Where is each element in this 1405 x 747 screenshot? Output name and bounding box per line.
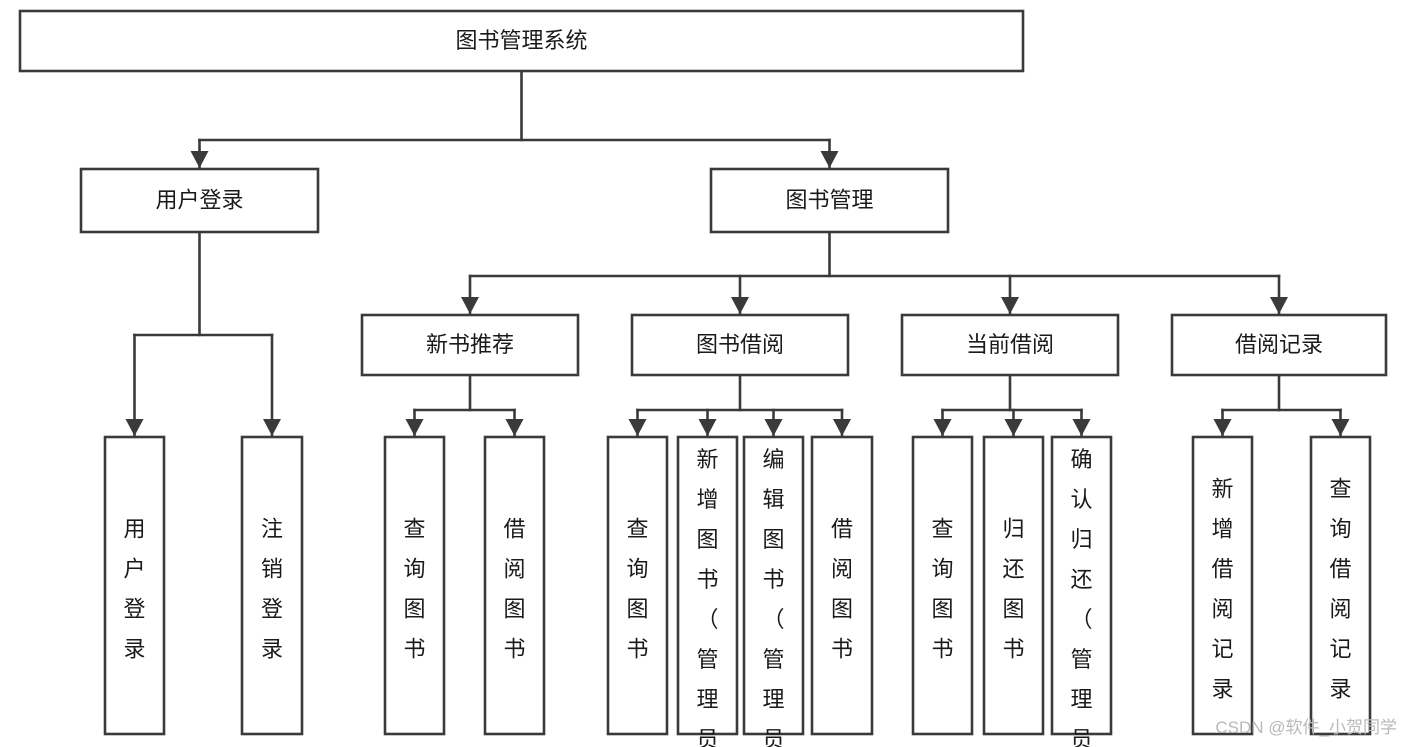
connector-layer: [125, 69, 1350, 438]
node-label-leaf-return-book: 归还图书: [1002, 517, 1024, 662]
arrow-head-icon: [628, 419, 647, 436]
node-box-leaf-query-book-rec[interactable]: [383, 435, 446, 736]
node-new-book-recommend[interactable]: 新书推荐: [360, 313, 580, 377]
node-leaf-add-book-admin[interactable]: 新增图书（管理员）: [676, 435, 739, 747]
node-label-leaf-borrow-book-bb: 借阅图书: [831, 517, 853, 662]
node-leaf-query-borrow-record[interactable]: 查询借阅记录: [1309, 435, 1372, 736]
arrow-head-icon: [1001, 297, 1019, 314]
node-label-leaf-query-book-rec: 查询图书: [403, 517, 425, 662]
arrow-head-icon: [190, 151, 209, 168]
node-book-borrow[interactable]: 图书借阅: [630, 313, 850, 377]
node-label-book-manage: 图书管理: [785, 187, 873, 212]
arrow-head-icon: [933, 419, 952, 436]
node-leaf-query-book-rec[interactable]: 查询图书: [383, 435, 446, 736]
node-label-new-book-recommend: 新书推荐: [426, 332, 514, 357]
node-box-current-borrow[interactable]: [900, 313, 1120, 377]
node-box-root[interactable]: [18, 9, 1025, 73]
node-leaf-borrow-book-bb[interactable]: 借阅图书: [810, 435, 874, 736]
node-current-borrow[interactable]: 当前借阅: [900, 313, 1120, 377]
arrow-head-icon: [505, 419, 524, 436]
arrow-head-icon: [125, 419, 144, 436]
arrow-head-icon: [1072, 419, 1091, 436]
node-leaf-add-borrow-record[interactable]: 新增借阅记录: [1191, 435, 1254, 736]
node-box-book-manage[interactable]: [709, 167, 950, 234]
node-leaf-return-book[interactable]: 归还图书: [982, 435, 1045, 736]
node-label-leaf-borrow-book-rec: 借阅图书: [503, 517, 525, 662]
node-box-leaf-user-login[interactable]: [103, 435, 166, 736]
node-user-login[interactable]: 用户登录: [79, 167, 320, 234]
arrow-head-icon: [461, 297, 479, 314]
node-box-leaf-borrow-book-rec[interactable]: [483, 435, 546, 736]
node-leaf-user-logout[interactable]: 注销登录: [240, 435, 304, 736]
node-borrow-record[interactable]: 借阅记录: [1170, 313, 1388, 377]
arrow-head-icon: [1331, 419, 1350, 436]
node-label-leaf-query-borrow-record: 查询借阅记录: [1329, 477, 1351, 702]
node-box-leaf-query-book-cb[interactable]: [911, 435, 974, 736]
node-label-borrow-record: 借阅记录: [1235, 332, 1323, 357]
node-leaf-borrow-book-rec[interactable]: 借阅图书: [483, 435, 546, 736]
node-book-manage[interactable]: 图书管理: [709, 167, 950, 234]
node-label-leaf-add-borrow-record: 新增借阅记录: [1211, 477, 1233, 702]
node-label-leaf-add-book-admin: 新增图书（管理员）: [696, 447, 718, 747]
node-leaf-confirm-return-admin[interactable]: 确认归还（管理员）: [1050, 435, 1113, 747]
arrow-head-icon: [820, 151, 839, 168]
arrow-head-icon: [405, 419, 424, 436]
arrow-head-icon: [698, 419, 717, 436]
node-label-leaf-query-book-bb: 查询图书: [626, 517, 648, 662]
node-label-leaf-edit-book-admin: 编辑图书（管理员）: [762, 447, 784, 747]
node-root[interactable]: 图书管理系统: [18, 9, 1025, 73]
node-label-leaf-user-logout: 注销登录: [261, 517, 283, 662]
node-label-leaf-user-login: 用户登录: [123, 517, 145, 662]
node-box-leaf-borrow-book-bb[interactable]: [810, 435, 874, 736]
node-box-leaf-confirm-return-admin[interactable]: [1050, 435, 1113, 736]
arrow-head-icon: [1270, 297, 1288, 314]
node-box-leaf-return-book[interactable]: [982, 435, 1045, 736]
arrow-head-icon: [1004, 419, 1023, 436]
node-label-user-login: 用户登录: [155, 187, 243, 212]
node-box-leaf-add-borrow-record[interactable]: [1191, 435, 1254, 736]
arrow-head-icon: [1213, 419, 1232, 436]
node-label-leaf-query-book-cb: 查询图书: [931, 517, 953, 662]
node-leaf-query-book-cb[interactable]: 查询图书: [911, 435, 974, 736]
node-label-leaf-confirm-return-admin: 确认归还（管理员）: [1070, 447, 1092, 747]
node-box-leaf-user-logout[interactable]: [240, 435, 304, 736]
node-leaf-user-login[interactable]: 用户登录: [103, 435, 166, 736]
arrow-head-icon: [263, 419, 281, 436]
node-box-leaf-add-book-admin[interactable]: [676, 435, 739, 736]
node-box-leaf-edit-book-admin[interactable]: [742, 435, 805, 736]
arrow-head-icon: [833, 419, 851, 436]
node-box-new-book-recommend[interactable]: [360, 313, 580, 377]
node-box-leaf-query-book-bb[interactable]: [606, 435, 669, 736]
node-box-borrow-record[interactable]: [1170, 313, 1388, 377]
node-box-user-login[interactable]: [79, 167, 320, 234]
arrow-head-icon: [731, 297, 749, 314]
node-leaf-query-book-bb[interactable]: 查询图书: [606, 435, 669, 736]
node-label-book-borrow: 图书借阅: [696, 332, 784, 357]
arrow-head-icon: [764, 419, 783, 436]
node-box-leaf-query-borrow-record[interactable]: [1309, 435, 1372, 736]
node-box-book-borrow[interactable]: [630, 313, 850, 377]
node-leaf-edit-book-admin[interactable]: 编辑图书（管理员）: [742, 435, 805, 747]
node-label-current-borrow: 当前借阅: [966, 332, 1054, 357]
csdn-watermark: CSDN @软件_小贺同学: [1215, 718, 1397, 737]
node-label-root: 图书管理系统: [455, 28, 587, 53]
node-layer: 图书管理系统用户登录图书管理新书推荐图书借阅当前借阅借阅记录用户登录注销登录查询…: [18, 9, 1388, 747]
